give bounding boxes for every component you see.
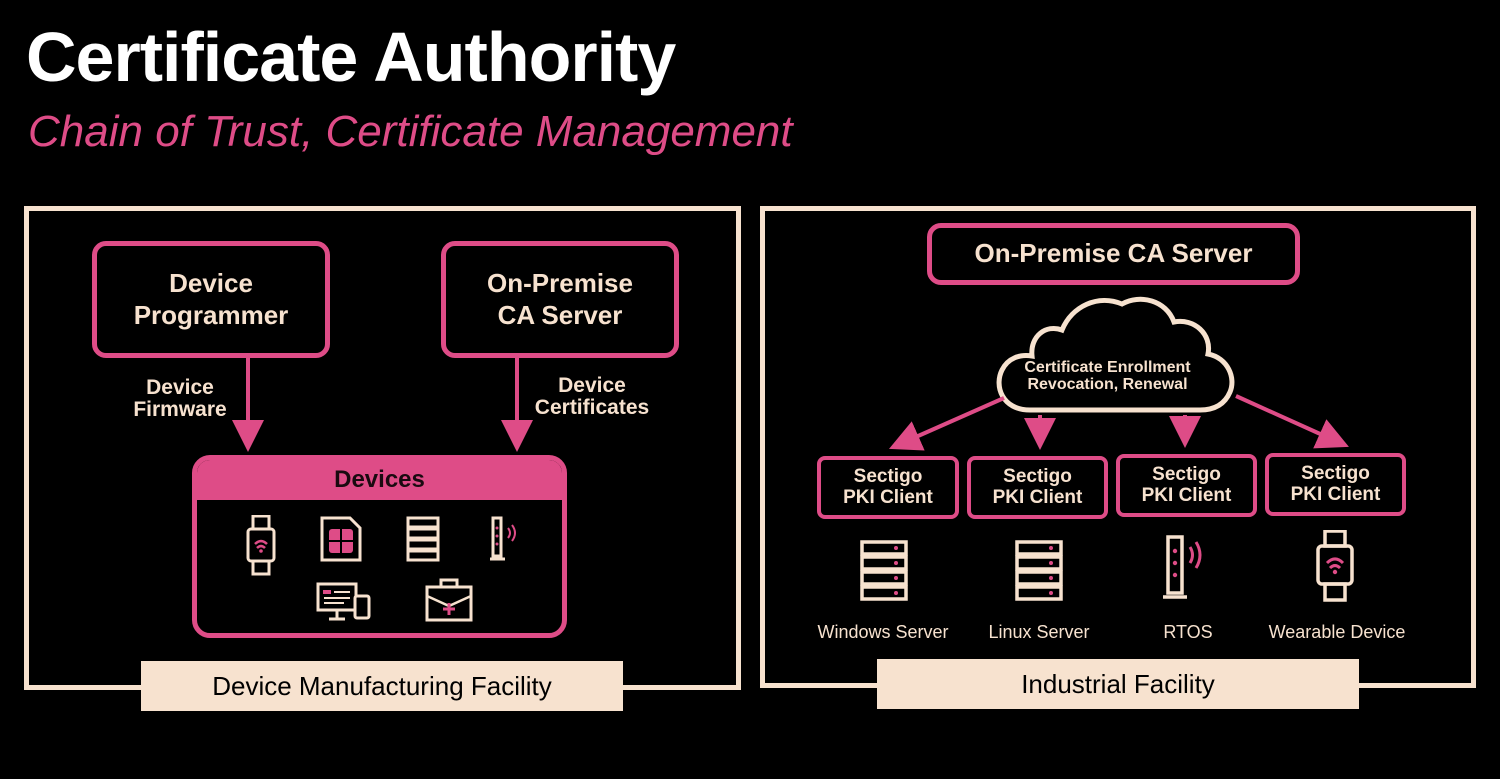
cloud-text: Certificate Enrollment Revocation, Renew… [1000, 359, 1215, 394]
device-name-wearable: Wearable Device [1268, 622, 1406, 642]
monitor-phone-icon [316, 582, 371, 621]
smartwatch-icon [1316, 530, 1354, 602]
device-name-linux: Linux Server [988, 622, 1090, 642]
pki-client-box: Sectigo PKI Client [967, 456, 1108, 519]
server-rack-icon [1015, 540, 1063, 601]
page-subtitle: Chain of Trust, Certificate Management [28, 107, 793, 156]
programmer-line2: Programmer [133, 299, 289, 330]
certs-line1: Device [558, 374, 626, 397]
firmware-line1: Device [146, 376, 214, 399]
programmer-line1: Device [169, 268, 253, 299]
client-line1: Sectigo [853, 465, 923, 487]
right-ca-server-box: On-Premise CA Server [927, 223, 1300, 285]
firmware-label: Device Firmware [120, 376, 240, 422]
sim-card-icon [320, 516, 362, 562]
certificates-label: Device Certificates [522, 374, 662, 420]
right-server-title: On-Premise CA Server [974, 238, 1253, 269]
pki-client-box: Sectigo PKI Client [1265, 453, 1406, 516]
device-name-windows: Windows Server [817, 622, 949, 642]
router-icon [1163, 535, 1202, 599]
client-line1: Sectigo [1301, 462, 1370, 484]
client-line2: PKI Client [1290, 483, 1381, 505]
left-server-line1: On-Premise [487, 268, 633, 299]
manufacturing-facility-label: Device Manufacturing Facility [141, 661, 623, 711]
device-programmer-box: Device Programmer [92, 241, 330, 358]
left-server-line2: CA Server [497, 299, 623, 330]
left-ca-server-box: On-Premise CA Server [441, 241, 679, 358]
medical-kit-icon [425, 578, 473, 622]
cloud-line1: Certificate Enrollment [1024, 359, 1191, 376]
client-line2: PKI Client [992, 486, 1083, 508]
client-line2: PKI Client [1141, 484, 1232, 506]
pki-client-box: Sectigo PKI Client [817, 456, 959, 519]
client-line1: Sectigo [1003, 465, 1072, 487]
router-icon [490, 516, 516, 561]
firmware-line2: Firmware [133, 398, 227, 422]
cloud-icon [996, 296, 1235, 413]
smartwatch-icon [246, 515, 276, 576]
client-line2: PKI Client [843, 486, 933, 508]
server-rack-icon [860, 540, 908, 601]
page-title: Certificate Authority [26, 18, 676, 96]
devices-box: Devices [192, 455, 567, 638]
certs-line2: Certificates [534, 396, 650, 420]
client-arrow [1235, 394, 1349, 449]
server-rack-icon [406, 516, 440, 562]
industrial-facility-label: Industrial Facility [877, 659, 1359, 709]
device-name-rtos: RTOS [1163, 622, 1213, 642]
pki-client-box: Sectigo PKI Client [1116, 454, 1257, 517]
cloud-line2: Revocation, Renewal [1027, 375, 1188, 393]
devices-title: Devices [197, 460, 562, 500]
client-arrow [889, 396, 1005, 451]
client-line1: Sectigo [1152, 463, 1221, 485]
